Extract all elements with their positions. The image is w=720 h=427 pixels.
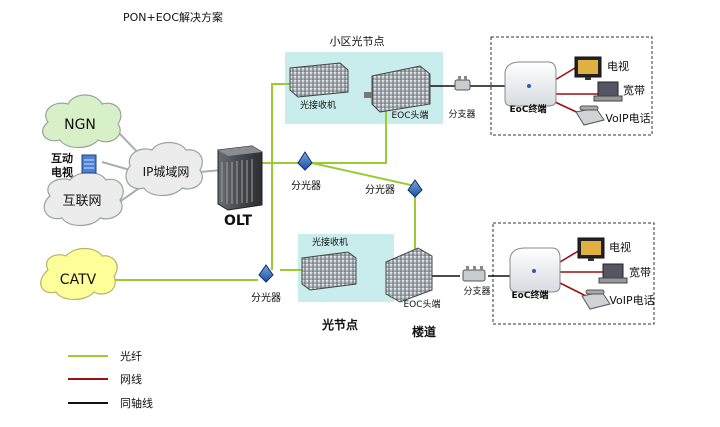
bottom-tv-label: 电视	[609, 240, 631, 254]
splitter-icon-2	[407, 179, 423, 198]
iptv-label-1: 互动	[51, 151, 73, 165]
splitter-3-label: 分光器	[251, 291, 281, 304]
ngn-cloud: NGN	[42, 94, 122, 149]
top-optical-receiver-icon	[289, 62, 349, 98]
splitter-icon-3	[258, 264, 274, 283]
bottom-eoc-terminal-icon	[509, 247, 561, 293]
legend-coax-label: 同轴线	[120, 396, 153, 410]
top-branch-label: 分支器	[448, 108, 475, 120]
building-label: 楼道	[412, 324, 436, 339]
top-computer-icon	[593, 81, 623, 102]
top-home-box	[490, 36, 653, 136]
olt-label: OLT	[224, 213, 253, 229]
bottom-terminal-label: EoC终端	[512, 289, 549, 301]
top-eoc-head-icon	[364, 65, 431, 113]
page-title: PON+EOC解决方案	[123, 10, 223, 24]
internet-label: 互联网	[62, 194, 101, 209]
splitter-2-label: 分光器	[365, 183, 395, 196]
top-broadband-label: 宽带	[623, 83, 645, 97]
top-receiver-label: 光接收机	[300, 99, 336, 111]
network-links	[554, 67, 605, 299]
splitter-icon-1	[297, 151, 313, 171]
coax-links	[430, 85, 510, 277]
optical-node-label: 光节点	[321, 317, 358, 332]
bottom-broadband-label: 宽带	[629, 265, 651, 279]
top-eoc-head-label: EOC头端	[391, 109, 428, 121]
splitter-1-label: 分光器	[291, 179, 321, 192]
legend-network-label: 网线	[120, 372, 142, 386]
bottom-eoc-head-icon	[385, 247, 433, 303]
iptv-server-icon	[81, 154, 97, 174]
top-tv-label: 电视	[607, 59, 629, 73]
top-terminal-label: EoC终端	[510, 103, 547, 115]
ip-metro-label: IP城域网	[143, 165, 190, 179]
top-eoc-terminal-icon	[504, 61, 557, 107]
catv-label: CATV	[60, 272, 97, 288]
top-phone-icon	[575, 105, 605, 126]
bottom-eoc-head-label: EOC头端	[403, 298, 440, 310]
bottom-branch-icon	[462, 266, 486, 282]
bottom-receiver-label: 光接收机	[312, 236, 348, 248]
catv-cloud: CATV	[40, 247, 118, 301]
bottom-voip-label: VoIP电话	[609, 294, 654, 307]
ngn-label: NGN	[64, 117, 96, 133]
bottom-phone-icon	[581, 289, 611, 310]
legend-fiber-label: 光纤	[120, 349, 142, 363]
olt-device-icon	[217, 145, 263, 211]
internet-cloud: 互联网	[43, 171, 124, 227]
top-tv-icon	[574, 56, 602, 80]
iptv-label-2: 电视	[51, 165, 73, 179]
bottom-computer-icon	[598, 263, 628, 284]
legend: 光纤 网线 同轴线	[68, 349, 153, 410]
top-node-title: 小区光节点	[330, 34, 385, 48]
bottom-optical-receiver-icon	[301, 251, 357, 291]
top-voip-label: VoIP电话	[605, 112, 650, 125]
bottom-home-box	[492, 222, 655, 325]
bottom-branch-label: 分支器	[463, 285, 490, 297]
top-branch-icon	[454, 76, 471, 91]
bottom-tv-icon	[577, 237, 605, 261]
fiber-links	[106, 83, 416, 281]
ip-metro-cloud: IP城域网	[125, 141, 203, 197]
